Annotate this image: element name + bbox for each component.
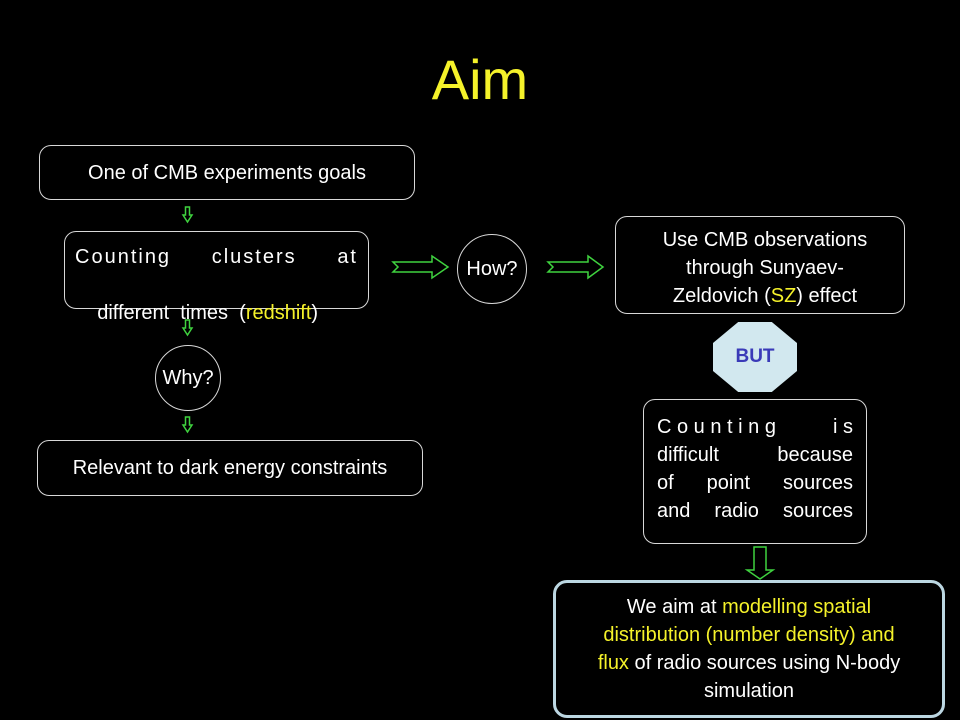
word: because <box>777 444 853 466</box>
goal-box: One of CMB experiments goals <box>39 145 415 200</box>
dark-energy-box: Relevant to dark energy constraints <box>37 440 423 496</box>
word: of <box>657 472 674 494</box>
counting-clusters-line1: Counting clusters at <box>75 243 358 271</box>
word: point <box>706 472 751 494</box>
difficulty-box: C o u n t i n g i s difficult because of… <box>643 399 867 544</box>
text: of radio sources using N-body <box>628 652 901 674</box>
word: Counting <box>75 246 172 268</box>
text: different times ( <box>97 302 246 324</box>
text: ) <box>311 302 319 324</box>
word: clusters <box>211 246 297 268</box>
cmb-line1: Use CMB observations <box>662 229 868 251</box>
aim-text: We aim at modelling spatial distribution… <box>598 593 900 705</box>
aim-highlight: flux <box>597 652 629 674</box>
why-circle: Why? <box>155 345 221 411</box>
but-stop-sign: BUT <box>713 322 797 392</box>
word: difficult <box>657 444 719 466</box>
text: ) effect <box>796 285 858 307</box>
counting-clusters-box: Counting clusters at different times (re… <box>64 231 369 324</box>
down-arrow-icon <box>181 416 194 434</box>
redshift-highlight: redshift <box>245 302 312 324</box>
difficulty-line4: and radio sources <box>657 497 853 525</box>
how-label: How? <box>466 257 518 280</box>
aim-highlight: modelling spatial <box>722 596 872 618</box>
why-label: Why? <box>162 366 214 389</box>
sz-highlight: SZ <box>770 285 797 307</box>
word: sources <box>782 472 853 494</box>
word: radio <box>714 500 759 522</box>
right-arrow-icon <box>546 254 605 280</box>
right-arrow-icon <box>391 254 450 280</box>
difficulty-line2: difficult because <box>657 441 853 469</box>
word: at <box>337 246 358 268</box>
goal-text: One of CMB experiments goals <box>88 161 366 184</box>
aim-line2: distribution (number density) and <box>603 624 895 646</box>
difficulty-line3: of point sources <box>657 469 853 497</box>
difficulty-line1: C o u n t i n g i s <box>657 413 853 441</box>
counting-clusters-line2: different times (redshift) <box>75 271 358 355</box>
word: and <box>657 500 691 522</box>
cmb-observations-box: Use CMB observations through Sunyaev- Ze… <box>615 216 905 314</box>
text: We aim at <box>626 596 723 618</box>
slide-title: Aim <box>431 48 529 111</box>
cmb-line3: Zeldovich (SZ) effect <box>626 282 904 310</box>
down-arrow-icon <box>181 206 194 224</box>
down-arrow-icon <box>744 546 776 580</box>
cmb-line2: through Sunyaev- <box>686 257 844 279</box>
text: Zeldovich ( <box>672 285 771 307</box>
aim-box: We aim at modelling spatial distribution… <box>553 580 945 718</box>
down-arrow-icon <box>181 319 194 337</box>
word: sources <box>782 500 853 522</box>
dark-energy-text: Relevant to dark energy constraints <box>72 457 388 479</box>
word: i s <box>833 416 853 438</box>
word: C o u n t i n g <box>657 416 776 438</box>
aim-line4: simulation <box>703 680 795 702</box>
how-circle: How? <box>457 234 527 304</box>
aim-line1: We aim at modelling spatial <box>598 593 900 621</box>
aim-line3: flux of radio sources using N-body <box>598 649 900 677</box>
but-label: BUT <box>735 346 775 367</box>
